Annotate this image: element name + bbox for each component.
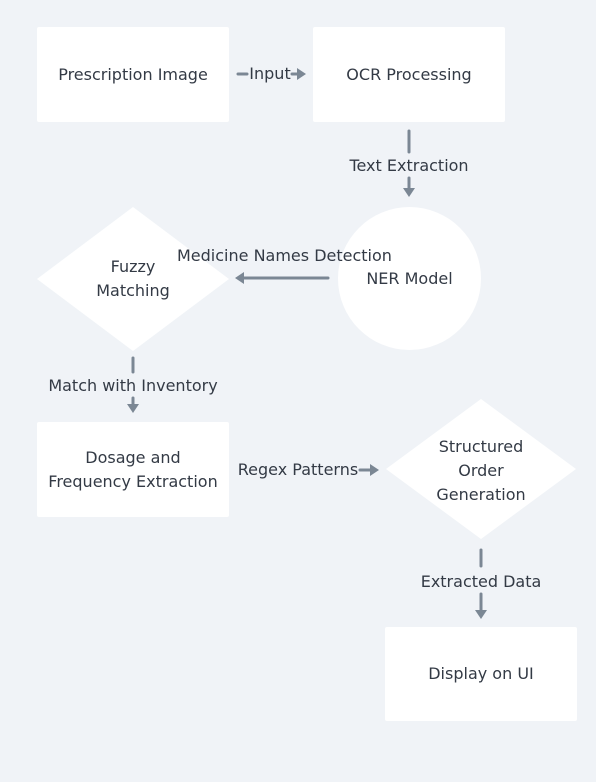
node-prescription-image: Prescription Image	[37, 27, 229, 122]
node-fuzzy-matching-line2: Matching	[96, 281, 170, 300]
edge-label-regex-patterns: Regex Patterns	[237, 460, 359, 479]
edge-label-text-extraction: Text Extraction	[349, 156, 469, 175]
arrowhead-medicine	[235, 272, 244, 284]
node-ocr-processing-label: OCR Processing	[346, 64, 472, 84]
node-structured-line2: Order	[458, 461, 504, 480]
node-ner-model: NER Model	[338, 207, 481, 350]
edge-label-input: Input	[249, 64, 291, 83]
arrowhead-input	[297, 68, 306, 80]
node-structured-line1: Structured	[438, 437, 524, 456]
node-ner-model-label: NER Model	[366, 268, 453, 288]
node-fuzzy-matching: Fuzzy Matching	[63, 249, 203, 309]
arrowhead-match	[127, 404, 139, 413]
edge-label-extracted-data: Extracted Data	[420, 572, 542, 591]
structured-order-diamond	[386, 399, 576, 539]
node-structured-line3: Generation	[436, 485, 526, 504]
fuzzy-matching-diamond	[37, 207, 229, 351]
node-display-ui: Display on UI	[385, 627, 577, 721]
node-structured-order: Structured Order Generation	[411, 433, 551, 509]
edge-label-match-with-inventory: Match with Inventory	[48, 376, 218, 395]
node-ocr-processing: OCR Processing	[313, 27, 505, 122]
node-dosage-line2: Frequency Extraction	[48, 471, 218, 491]
node-dosage-frequency: Dosage and Frequency Extraction	[37, 422, 229, 517]
node-fuzzy-matching-line1: Fuzzy	[110, 257, 156, 276]
node-prescription-image-label: Prescription Image	[58, 64, 208, 84]
node-dosage-line1: Dosage and	[85, 447, 181, 467]
edge-label-medicine-names-detection: Medicine Names Detection	[177, 246, 392, 265]
arrowhead-extracted	[475, 610, 487, 619]
arrowhead-regex	[370, 464, 379, 476]
arrowhead-text-extraction	[403, 188, 415, 197]
node-display-ui-label: Display on UI	[428, 664, 534, 683]
